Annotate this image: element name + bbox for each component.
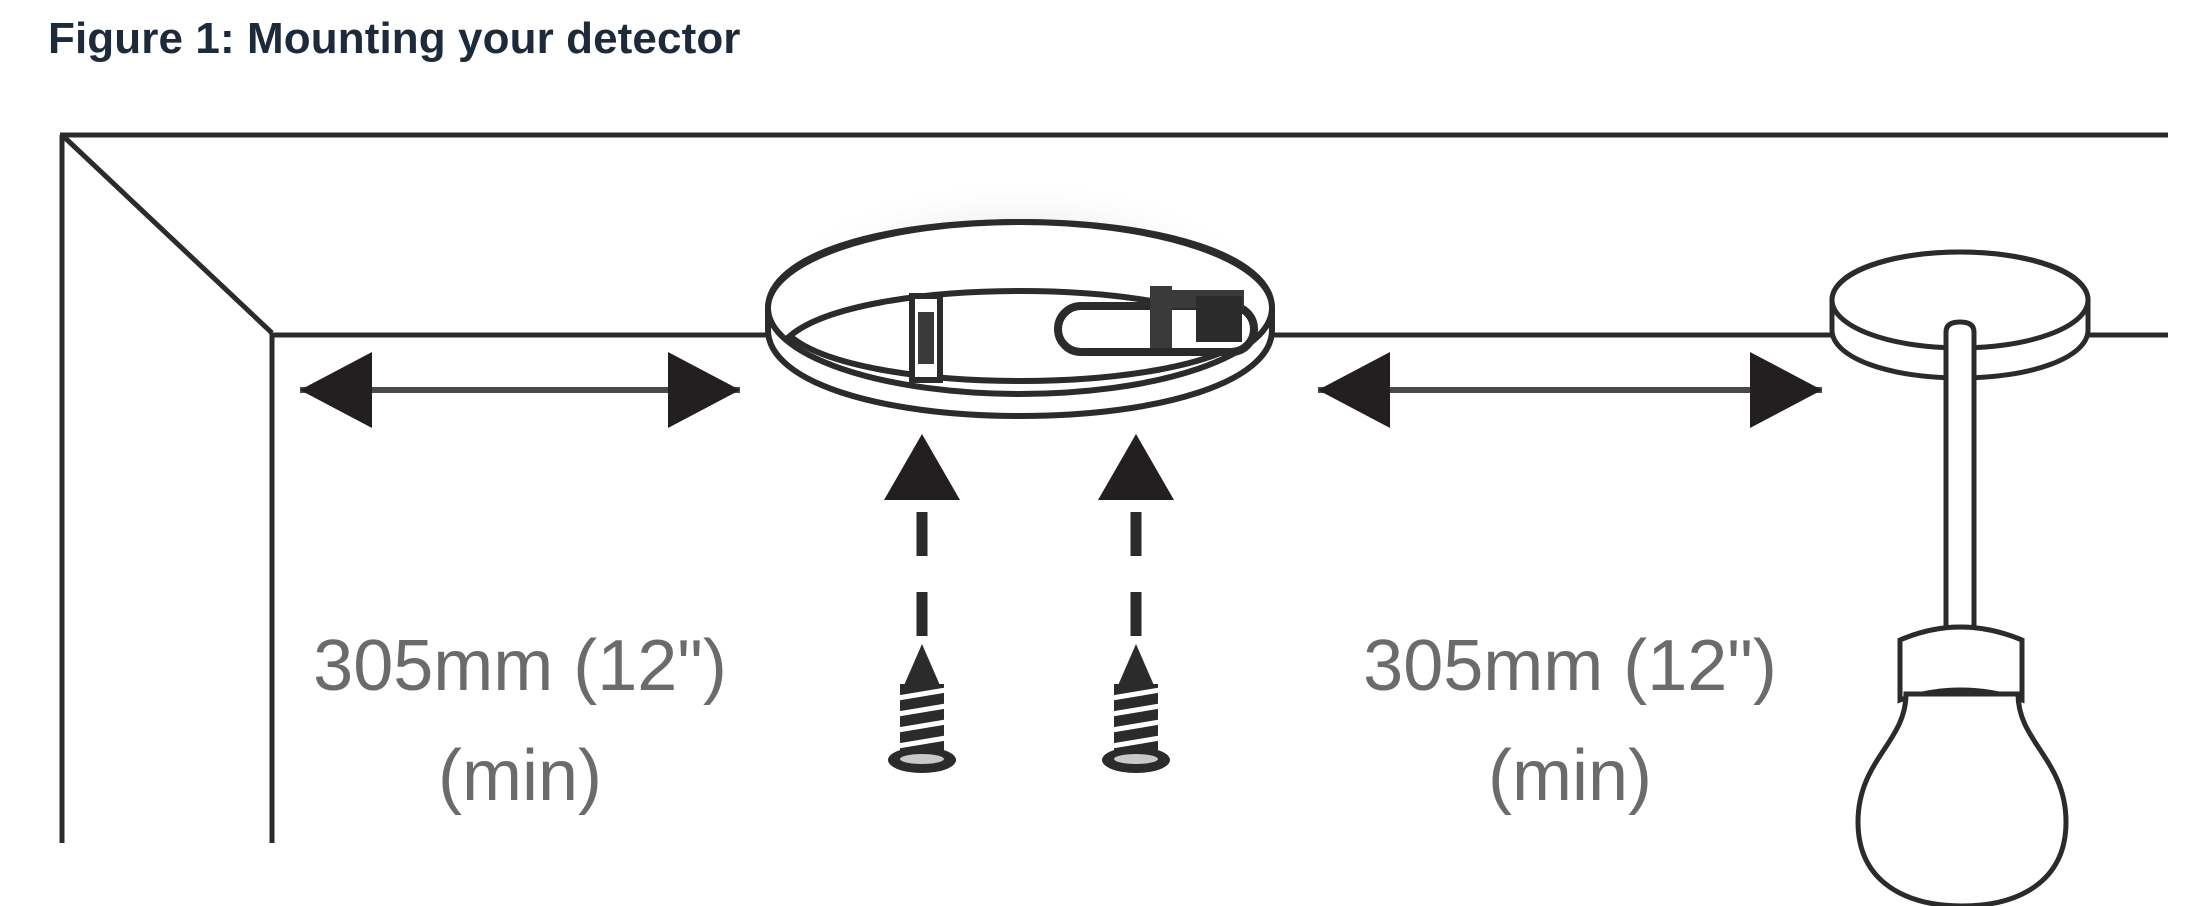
left-dimension-arrowhead-start — [300, 352, 372, 428]
smoke-detector[interactable] — [765, 150, 1275, 420]
pendant-rod — [1943, 319, 1977, 633]
detector-fixing-slot-left — [909, 293, 943, 383]
mounting-screw-right-assembly — [1098, 434, 1174, 773]
screw-right-head-highlight — [1114, 754, 1158, 764]
room-structure — [59, 132, 2168, 843]
screw-left-direction-arrowhead — [884, 434, 960, 500]
mounting-screw-left — [888, 644, 956, 773]
screw-right-direction-arrowhead — [1098, 434, 1174, 500]
screw-left-tip — [902, 644, 942, 690]
detector-keyhole-slot-right — [1054, 286, 1258, 356]
left-clearance-dimension: 305mm (12") (min) — [300, 352, 740, 816]
right-dimension-label-line2: (min) — [1488, 736, 1652, 816]
mounting-screw-left-assembly — [884, 434, 960, 773]
left-dimension-label-line1: 305mm (12") — [313, 626, 727, 706]
mounting-screw-right — [1102, 644, 1170, 773]
right-dimension-label-line1: 305mm (12") — [1363, 626, 1777, 706]
screw-left-threads — [897, 687, 947, 749]
screw-right-threads — [1111, 687, 1161, 749]
screw-left-head-highlight — [900, 754, 944, 764]
bulb-cap — [1897, 624, 2025, 704]
right-dimension-arrowhead-start — [1318, 352, 1390, 428]
left-dimension-arrowhead-end — [668, 352, 740, 428]
page-title: Figure 1: Mounting your detector — [48, 14, 741, 63]
left-dimension-label-line2: (min) — [438, 736, 602, 816]
pendant-light[interactable] — [1829, 249, 2091, 906]
screw-right-tip — [1116, 644, 1156, 690]
right-clearance-dimension: 305mm (12") (min) — [1318, 352, 1822, 816]
bulb-glass — [1855, 691, 2069, 906]
right-dimension-arrowhead-end — [1750, 352, 1822, 428]
ceiling-perspective-edge — [60, 133, 274, 335]
